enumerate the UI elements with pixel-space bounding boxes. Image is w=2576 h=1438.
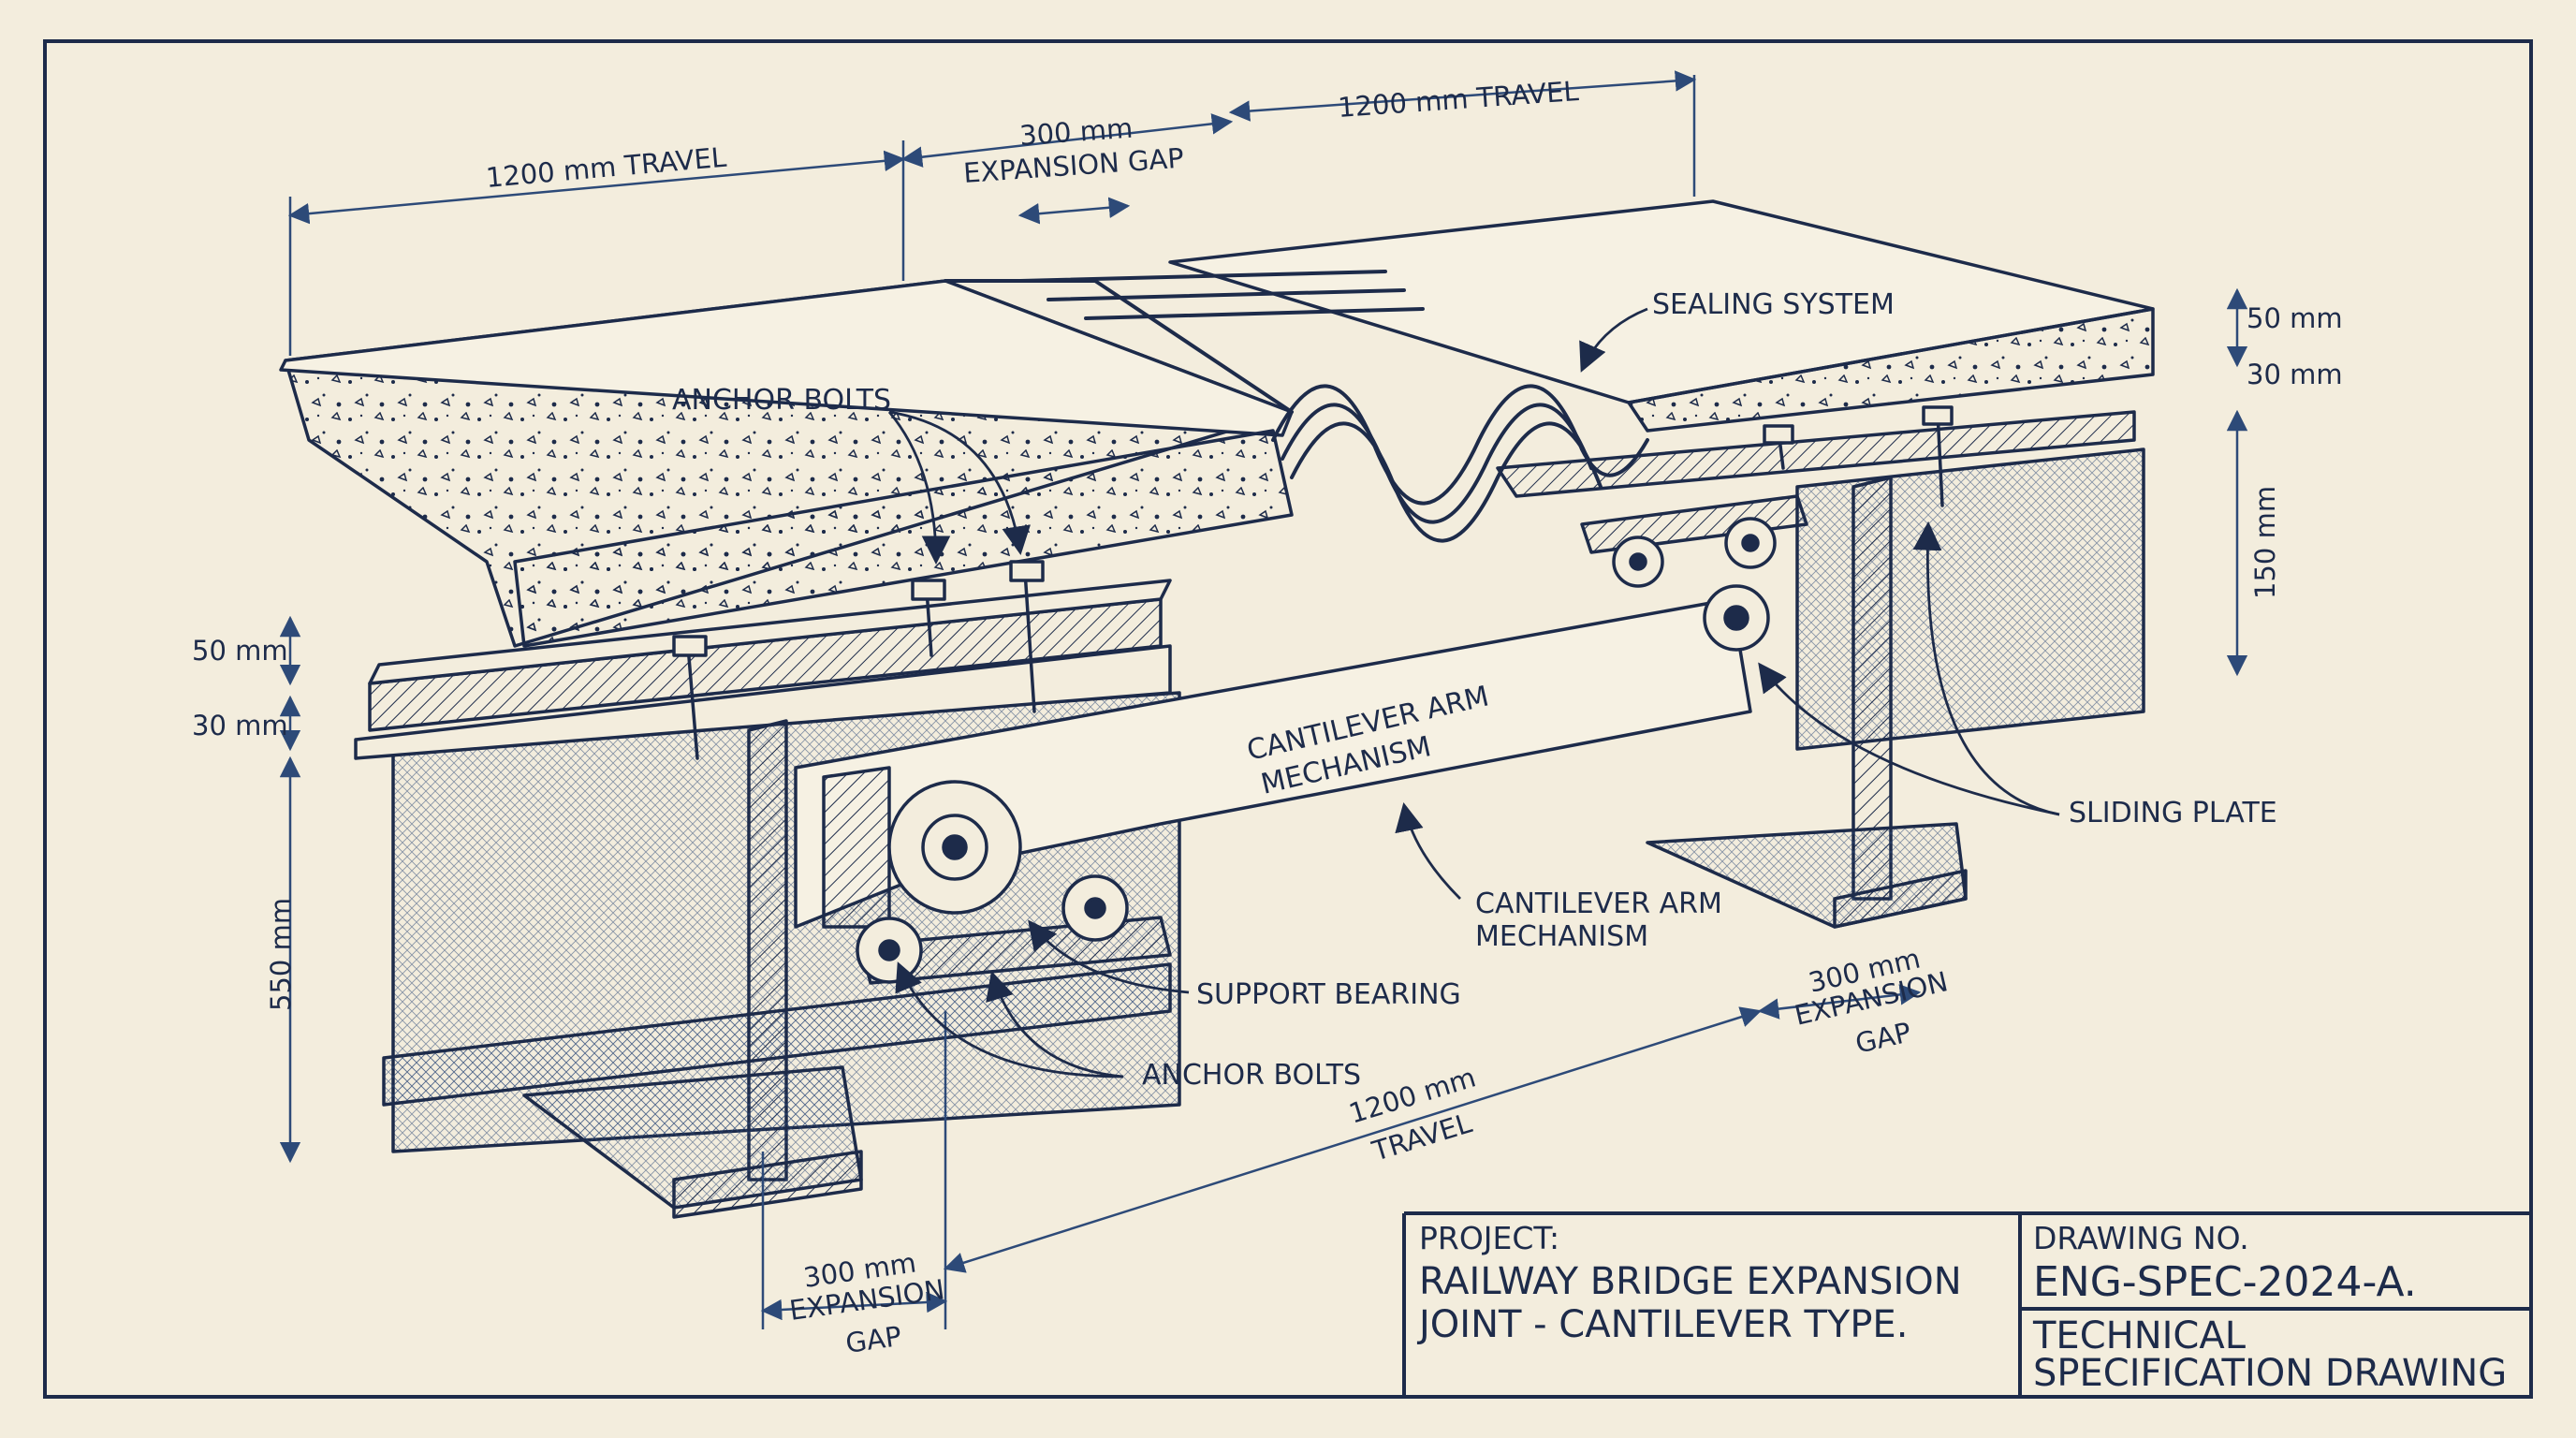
dim-left-30: 30 mm [192,710,288,741]
dim-gap-top-1: 300 mm [1018,112,1134,152]
dim-right-30: 30 mm [2247,359,2343,390]
drawing-number: ENG-SPEC-2024-A. [2033,1258,2417,1306]
dimension-lines [279,70,2248,1329]
left-deck-slab [279,279,1294,648]
callout-cantilever-arm-2: MECHANISM [1475,920,1648,953]
callout-anchor-bolts-bottom: ANCHOR BOLTS [1142,1059,1361,1092]
cantilever-arm [794,584,1770,929]
project-label: PROJECT: [1419,1220,1559,1256]
dim-right-50: 50 mm [2247,302,2343,334]
sealing-system-profile [944,270,1649,543]
joint-drawing [279,199,2155,1219]
dim-left-50: 50 mm [192,635,288,667]
project-title-line-1: RAILWAY BRIDGE EXPANSION [1419,1260,1962,1303]
callout-sliding-plate: SLIDING PLATE [2069,797,2277,829]
title-block: PROJECT: RAILWAY BRIDGE EXPANSION JOINT … [1402,1211,2531,1397]
sliding-plate [1580,494,1808,588]
callout-support-bearing: SUPPORT BEARING [1196,978,1461,1011]
callout-leaders [887,307,2060,1078]
anchor-bolts [672,405,1954,760]
dim-gap-bottom-left-3: GAP [843,1320,903,1359]
callout-anchor-bolts-top: ANCHOR BOLTS [672,384,891,417]
project-title-line-2: JOINT - CANTILEVER TYPE. [1416,1303,1908,1346]
dim-right-150: 150 mm [2249,486,2281,599]
drawing-type-line-2: SPECIFICATION DRAWING [2033,1352,2507,1395]
dim-gap-bottom-right-3: GAP [1852,1016,1914,1060]
right-deck-slab [1168,199,2155,498]
drawing-no-label: DRAWING NO. [2033,1220,2249,1256]
dim-travel-right: 1200 mm TRAVEL [1337,75,1579,124]
callout-sealing-system: SEALING SYSTEM [1652,288,1895,321]
dim-left-550: 550 mm [265,898,297,1011]
drawing-type-line-1: TECHNICAL [2032,1314,2247,1357]
right-girder [1646,448,2145,929]
callout-cantilever-arm-1: CANTILEVER ARM [1475,888,1722,920]
sheet-border [43,39,2533,1399]
